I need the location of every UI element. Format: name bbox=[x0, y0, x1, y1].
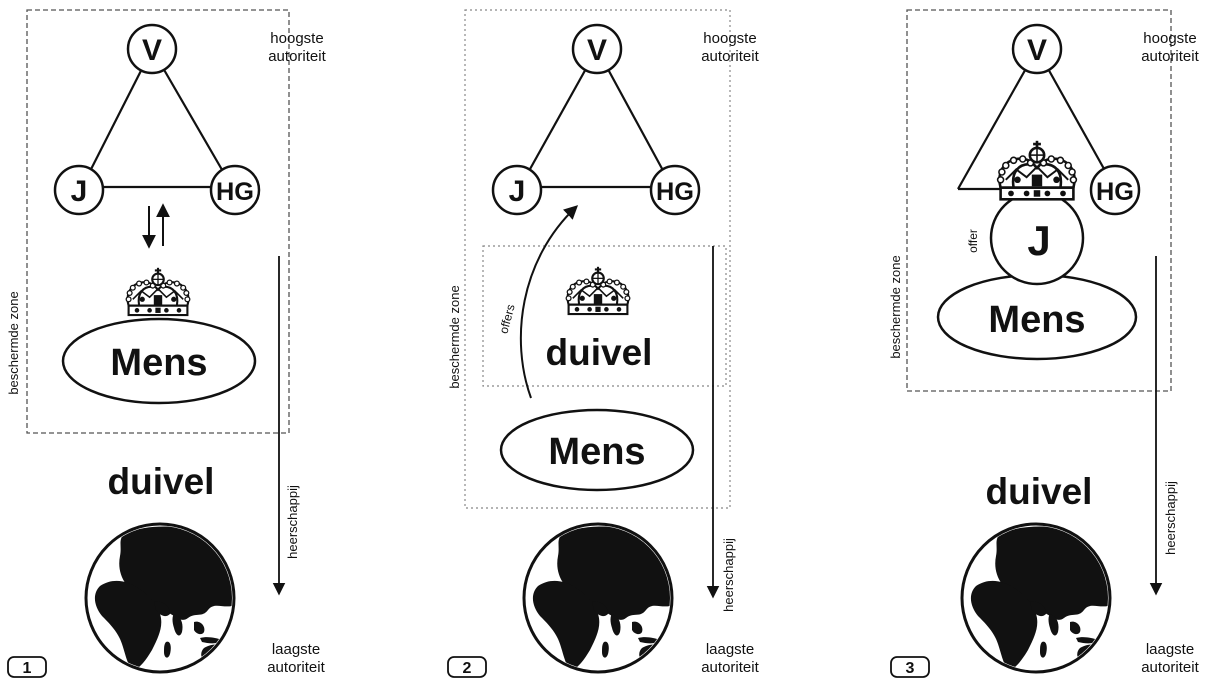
panel-number-badge: 2 bbox=[447, 656, 487, 678]
protected-zone-label: beschermde zone bbox=[6, 291, 21, 394]
svg-text:J: J bbox=[71, 175, 88, 208]
svg-text:HG: HG bbox=[656, 178, 694, 206]
node-holy-spirit: HG bbox=[649, 164, 701, 216]
offer-label: offer bbox=[966, 229, 980, 253]
top-authority-line2: autoriteit bbox=[268, 48, 326, 65]
panel-3: beschermde zone hoogste autoriteit V HG … bbox=[888, 9, 1200, 678]
svg-text:2: 2 bbox=[463, 660, 472, 677]
node-holy-spirit: HG bbox=[209, 164, 261, 216]
svg-text:Mens: Mens bbox=[548, 431, 645, 473]
globe-icon bbox=[86, 524, 234, 672]
devil-label: duivel bbox=[108, 461, 215, 502]
protected-zone-box bbox=[26, 9, 290, 434]
svg-text:Mens: Mens bbox=[988, 299, 1085, 341]
dominion-label: heerschappij bbox=[721, 538, 736, 612]
bottom-authority-line2: autoriteit bbox=[267, 659, 325, 676]
panel-2: beschermde zone hoogste autoriteit V J H… bbox=[447, 9, 760, 678]
bottom-authority-line2: autoriteit bbox=[1141, 659, 1199, 676]
bottom-authority-line1: laagste bbox=[272, 641, 320, 658]
globe-icon bbox=[962, 524, 1110, 672]
top-authority-line2: autoriteit bbox=[701, 48, 759, 65]
svg-text:V: V bbox=[1027, 34, 1047, 67]
bottom-authority-line1: laagste bbox=[706, 641, 754, 658]
top-authority-line1: hoogste bbox=[270, 30, 323, 47]
svg-text:V: V bbox=[142, 34, 162, 67]
svg-text:3: 3 bbox=[906, 660, 915, 677]
node-father: V bbox=[126, 23, 178, 75]
protected-zone-outer bbox=[464, 9, 731, 509]
man-ellipse: Mens bbox=[61, 317, 257, 405]
protected-zone-box bbox=[906, 9, 1172, 392]
node-jesus-large: J bbox=[989, 190, 1085, 286]
dominion-label: heerschappij bbox=[285, 485, 300, 559]
bottom-authority-line2: autoriteit bbox=[701, 659, 759, 676]
svg-text:V: V bbox=[587, 34, 607, 67]
protected-zone-label: beschermde zone bbox=[888, 255, 903, 358]
crown-icon bbox=[125, 266, 191, 317]
node-jesus: J bbox=[491, 164, 543, 216]
devil-label: duivel bbox=[546, 332, 653, 373]
svg-text:1: 1 bbox=[23, 660, 32, 677]
man-ellipse: Mens bbox=[499, 408, 695, 492]
devil-zone-box bbox=[482, 245, 727, 387]
globe-icon bbox=[524, 524, 672, 672]
svg-text:HG: HG bbox=[216, 178, 254, 206]
offers-arrow bbox=[519, 205, 579, 399]
crown-icon bbox=[996, 139, 1078, 201]
dominion-label: heerschappij bbox=[1163, 481, 1178, 555]
node-holy-spirit: HG bbox=[1089, 164, 1141, 216]
panel-number-badge: 3 bbox=[890, 656, 930, 678]
devil-label: duivel bbox=[986, 471, 1093, 512]
man-ellipse: Mens bbox=[936, 273, 1138, 361]
top-authority-line1: hoogste bbox=[703, 30, 756, 47]
node-father: V bbox=[571, 23, 623, 75]
top-authority-line2: autoriteit bbox=[1141, 48, 1199, 65]
panel-1: beschermde zone hoogste autoriteit V J H… bbox=[6, 9, 327, 678]
svg-text:Mens: Mens bbox=[110, 342, 207, 384]
svg-text:HG: HG bbox=[1096, 178, 1134, 206]
node-jesus: J bbox=[53, 164, 105, 216]
node-father: V bbox=[1011, 23, 1063, 75]
protected-zone-label: beschermde zone bbox=[447, 285, 462, 388]
panel-number-badge: 1 bbox=[7, 656, 47, 678]
bottom-authority-line1: laagste bbox=[1146, 641, 1194, 658]
top-authority-line1: hoogste bbox=[1143, 30, 1196, 47]
svg-text:J: J bbox=[1027, 217, 1050, 264]
svg-text:J: J bbox=[509, 175, 526, 208]
